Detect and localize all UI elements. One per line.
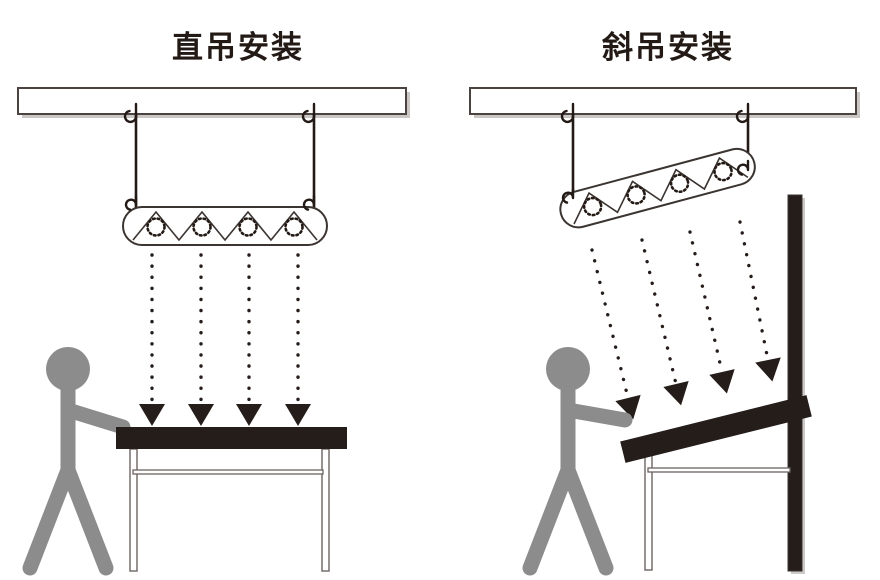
person-arm bbox=[60, 402, 131, 435]
panel-title-angled-mount: 斜吊安装 bbox=[602, 30, 734, 66]
ray-arrowhead-0 bbox=[615, 394, 641, 420]
fixture-lamp-3 bbox=[713, 161, 733, 182]
light-ray-1 bbox=[640, 238, 689, 406]
work-table bbox=[116, 427, 347, 572]
person-head bbox=[546, 347, 590, 391]
table-top bbox=[116, 427, 347, 449]
light-fixture[interactable] bbox=[556, 145, 759, 232]
table-top bbox=[620, 395, 812, 463]
light-ray-3 bbox=[738, 220, 781, 382]
person-figure bbox=[22, 347, 131, 576]
ray-arrowhead-2 bbox=[236, 404, 262, 426]
person-figure bbox=[522, 347, 633, 576]
light-ray-2 bbox=[236, 253, 262, 426]
light-ray-2 bbox=[688, 230, 735, 394]
ray-arrowhead-0 bbox=[139, 404, 165, 426]
person-head bbox=[46, 347, 90, 391]
person-leg-back bbox=[22, 462, 76, 576]
light-ray-3 bbox=[285, 253, 311, 426]
table-leg-0 bbox=[129, 448, 138, 572]
panel-angled-mount: 斜吊安装 bbox=[469, 30, 860, 576]
ray-beam-1 bbox=[640, 238, 678, 386]
fixture-lamp-2 bbox=[669, 173, 690, 194]
ray-beam-3 bbox=[738, 220, 770, 362]
light-fixture[interactable] bbox=[122, 206, 328, 246]
person-arm bbox=[560, 402, 633, 428]
ray-arrowhead-1 bbox=[188, 404, 214, 426]
table-leg-1 bbox=[321, 448, 330, 572]
ray-beam-0 bbox=[590, 248, 630, 400]
light-ray-0 bbox=[590, 248, 641, 420]
fixture-lamp-0 bbox=[582, 196, 603, 217]
ray-arrowhead-3 bbox=[755, 357, 781, 382]
person-leg-front bbox=[560, 462, 614, 576]
fixture-housing bbox=[559, 147, 756, 229]
table-brace bbox=[132, 469, 324, 475]
fixture-hook-1 bbox=[736, 159, 750, 176]
fixture-hook-0 bbox=[561, 187, 575, 204]
ray-arrowhead-2 bbox=[709, 369, 735, 394]
ray-arrowhead-1 bbox=[663, 381, 689, 406]
panel-vertical-mount: 直吊安装 bbox=[17, 30, 410, 576]
work-table bbox=[620, 194, 812, 574]
light-ray-0 bbox=[139, 253, 165, 426]
fixture-lamp-1 bbox=[192, 217, 212, 237]
person-leg-back bbox=[522, 462, 576, 576]
ceiling-beam bbox=[469, 87, 857, 115]
fixture-hook-1 bbox=[302, 194, 316, 211]
panels-group: 直吊安装 斜吊安装 bbox=[17, 30, 860, 576]
fixture-lamp-0 bbox=[146, 217, 166, 237]
fixture-hook-0 bbox=[124, 194, 138, 211]
ray-arrowhead-3 bbox=[285, 404, 311, 426]
fixture-lamp-3 bbox=[284, 217, 304, 237]
light-ray-1 bbox=[188, 253, 214, 426]
table-brace bbox=[647, 467, 791, 473]
fixture-lamp-2 bbox=[238, 217, 258, 237]
fixture-lamp-1 bbox=[626, 185, 646, 205]
panel-title-vertical-mount: 直吊安装 bbox=[172, 30, 304, 66]
wall-post bbox=[787, 194, 803, 572]
ceiling-beam bbox=[17, 87, 407, 115]
person-leg-front bbox=[60, 462, 114, 576]
ray-beam-2 bbox=[688, 230, 724, 374]
fixture-housing bbox=[122, 206, 328, 246]
